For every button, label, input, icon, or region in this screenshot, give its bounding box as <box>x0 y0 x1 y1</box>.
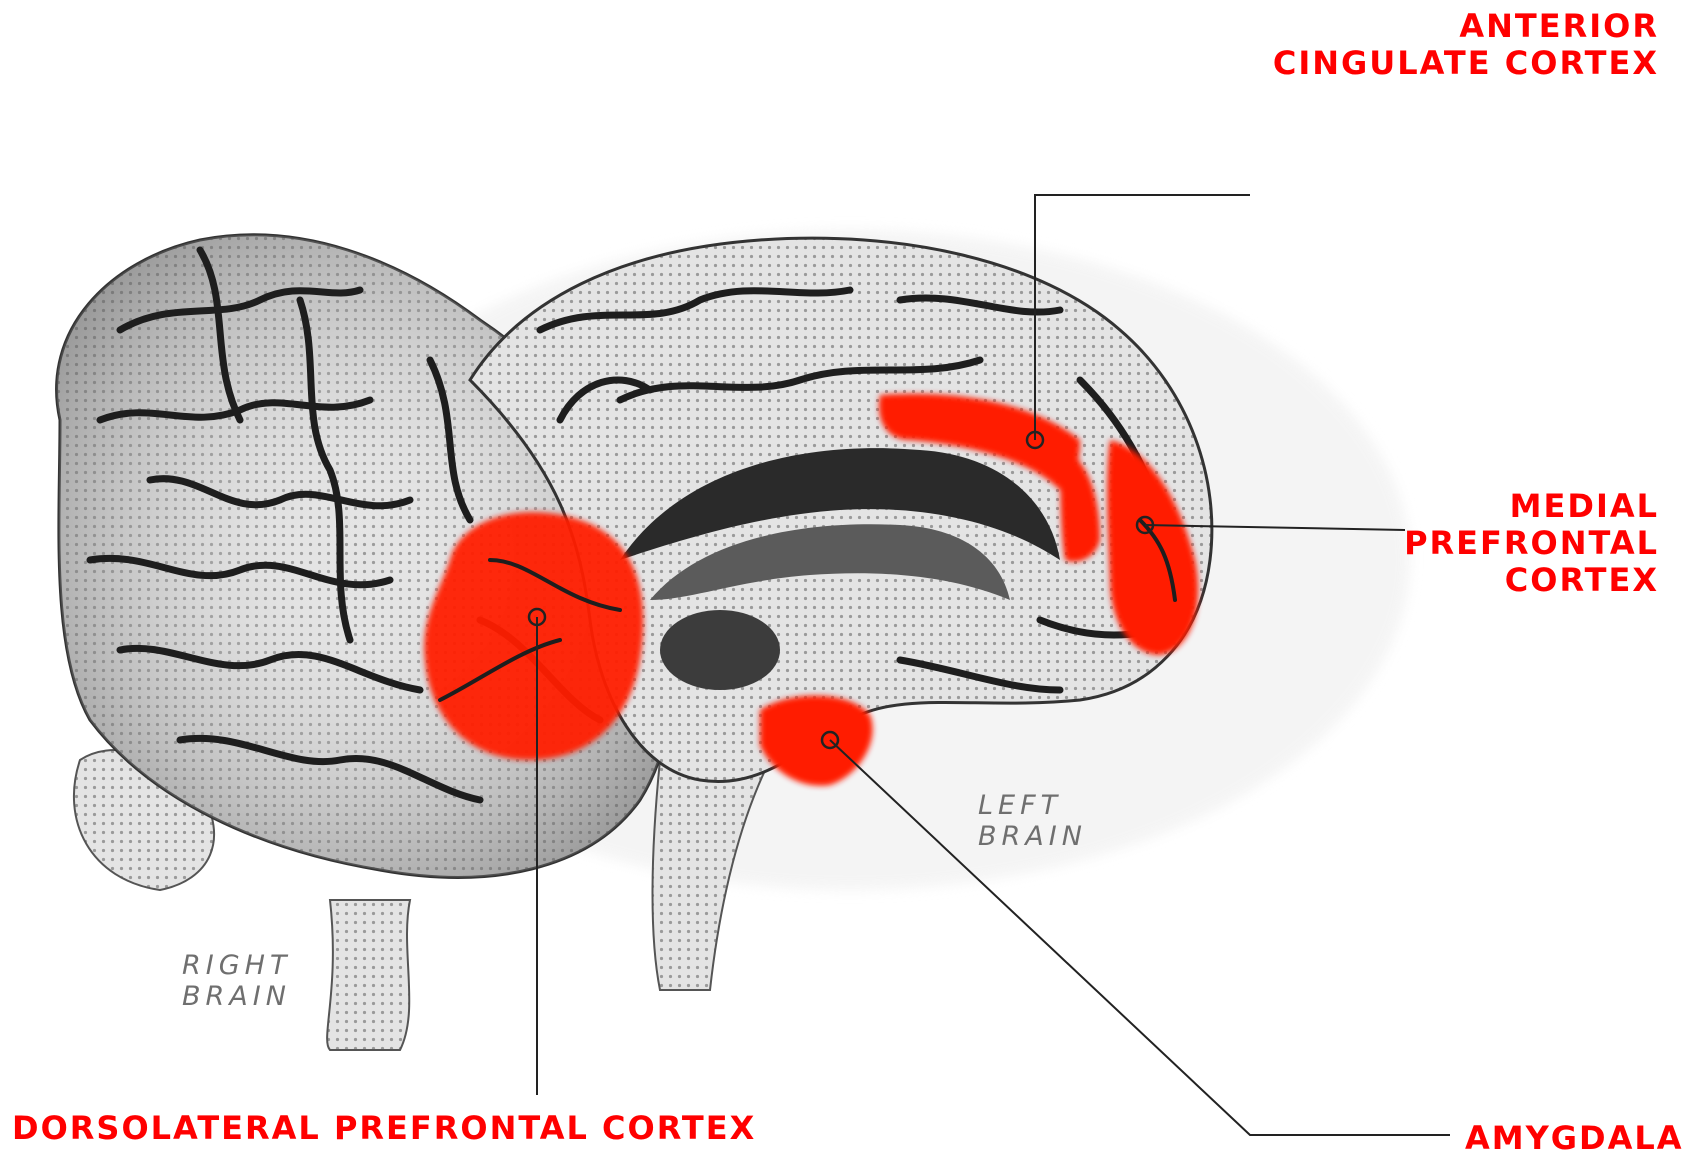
label-anterior-cingulate-line1: ANTERIOR <box>1273 8 1659 45</box>
label-medial-prefrontal-line1: MEDIAL <box>1404 488 1659 525</box>
label-amygdala: AMYGDALA <box>1465 1120 1684 1157</box>
label-right-brain: RIGHT BRAIN <box>182 950 291 1012</box>
label-medial-prefrontal: MEDIAL PREFRONTAL CORTEX <box>1404 488 1659 598</box>
label-left-brain-line1: LEFT <box>978 790 1087 821</box>
label-medial-prefrontal-line2: PREFRONTAL <box>1404 525 1659 562</box>
label-anterior-cingulate: ANTERIOR CINGULATE CORTEX <box>1273 8 1659 82</box>
label-left-brain: LEFT BRAIN <box>978 790 1087 852</box>
label-left-brain-line2: BRAIN <box>978 821 1087 852</box>
label-anterior-cingulate-line2: CINGULATE CORTEX <box>1273 45 1659 82</box>
label-dorsolateral: DORSOLATERAL PREFRONTAL CORTEX <box>12 1110 756 1147</box>
label-right-brain-line1: RIGHT <box>182 950 291 981</box>
label-right-brain-line2: BRAIN <box>182 981 291 1012</box>
label-medial-prefrontal-line3: CORTEX <box>1404 562 1659 599</box>
dorsolateral-region <box>424 512 643 760</box>
